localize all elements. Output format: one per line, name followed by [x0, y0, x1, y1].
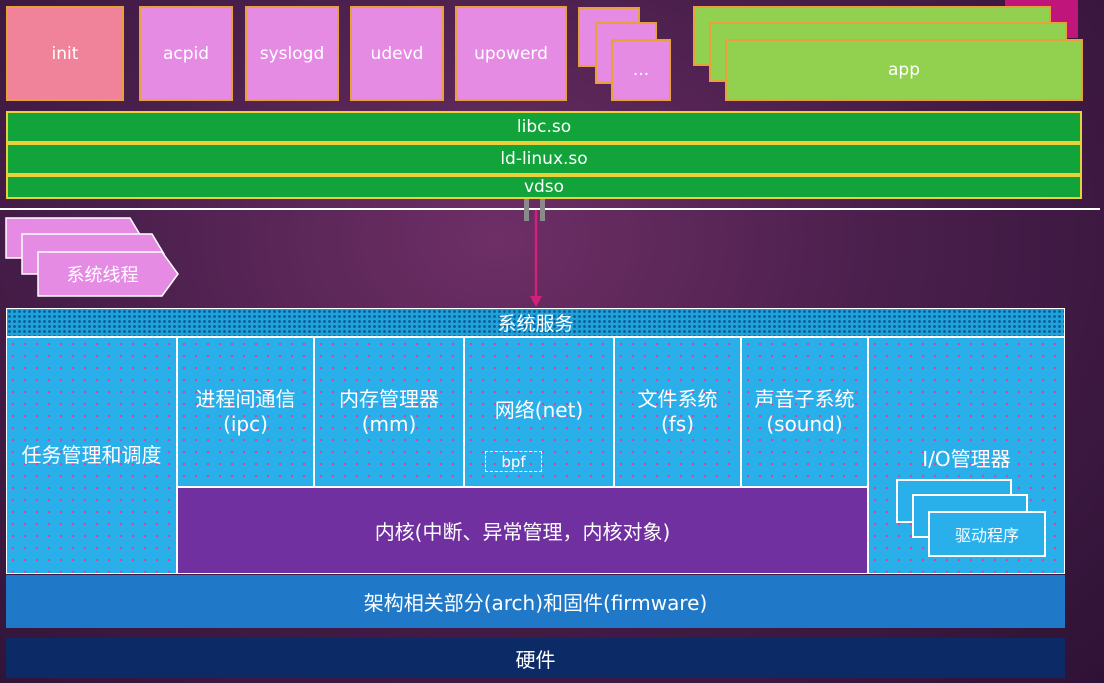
process-acpid: acpid [139, 6, 233, 101]
library-ld-linux: ld-linux.so [6, 143, 1082, 175]
process-udevd: udevd [350, 6, 444, 101]
kernel-threads-label: 系统线程 [66, 265, 139, 286]
arch-firmware: 架构相关部分(arch)和固件(firmware) [6, 575, 1065, 628]
kernel-threads-shapes [5, 217, 179, 297]
bpf-box: bpf [485, 451, 542, 472]
syscall-arrow [530, 210, 542, 307]
hardware: 硬件 [6, 638, 1065, 678]
process-syslogd: syslogd [245, 6, 339, 101]
kernel-thread-front [37, 251, 179, 297]
system-services: 系统服务 [6, 308, 1065, 337]
process-more: ... [611, 39, 671, 101]
library-vdso: vdso [6, 175, 1082, 199]
syscall-connector-right [540, 199, 545, 221]
subsystem-ipc: 进程间通信(ipc) [177, 337, 314, 487]
user-kernel-boundary [0, 208, 1100, 210]
driver-box: 驱动程序 [928, 511, 1046, 557]
app-box: app [725, 39, 1083, 101]
library-libc: libc.so [6, 111, 1082, 143]
kernel-core: 内核(中断、异常管理，内核对象) [177, 487, 868, 574]
subsystem-network: 网络(net) [464, 337, 614, 487]
process-upowerd: upowerd [455, 6, 567, 101]
syscall-connector-left [524, 199, 529, 221]
subsystem-task-management: 任务管理和调度 [6, 337, 177, 574]
subsystem-memory-manager: 内存管理器(mm) [314, 337, 464, 487]
process-init: init [6, 6, 124, 101]
subsystem-filesystem: 文件系统(fs) [614, 337, 741, 487]
io-manager-label: I/O管理器 [922, 446, 1011, 471]
subsystem-sound: 声音子系统(sound) [741, 337, 868, 487]
